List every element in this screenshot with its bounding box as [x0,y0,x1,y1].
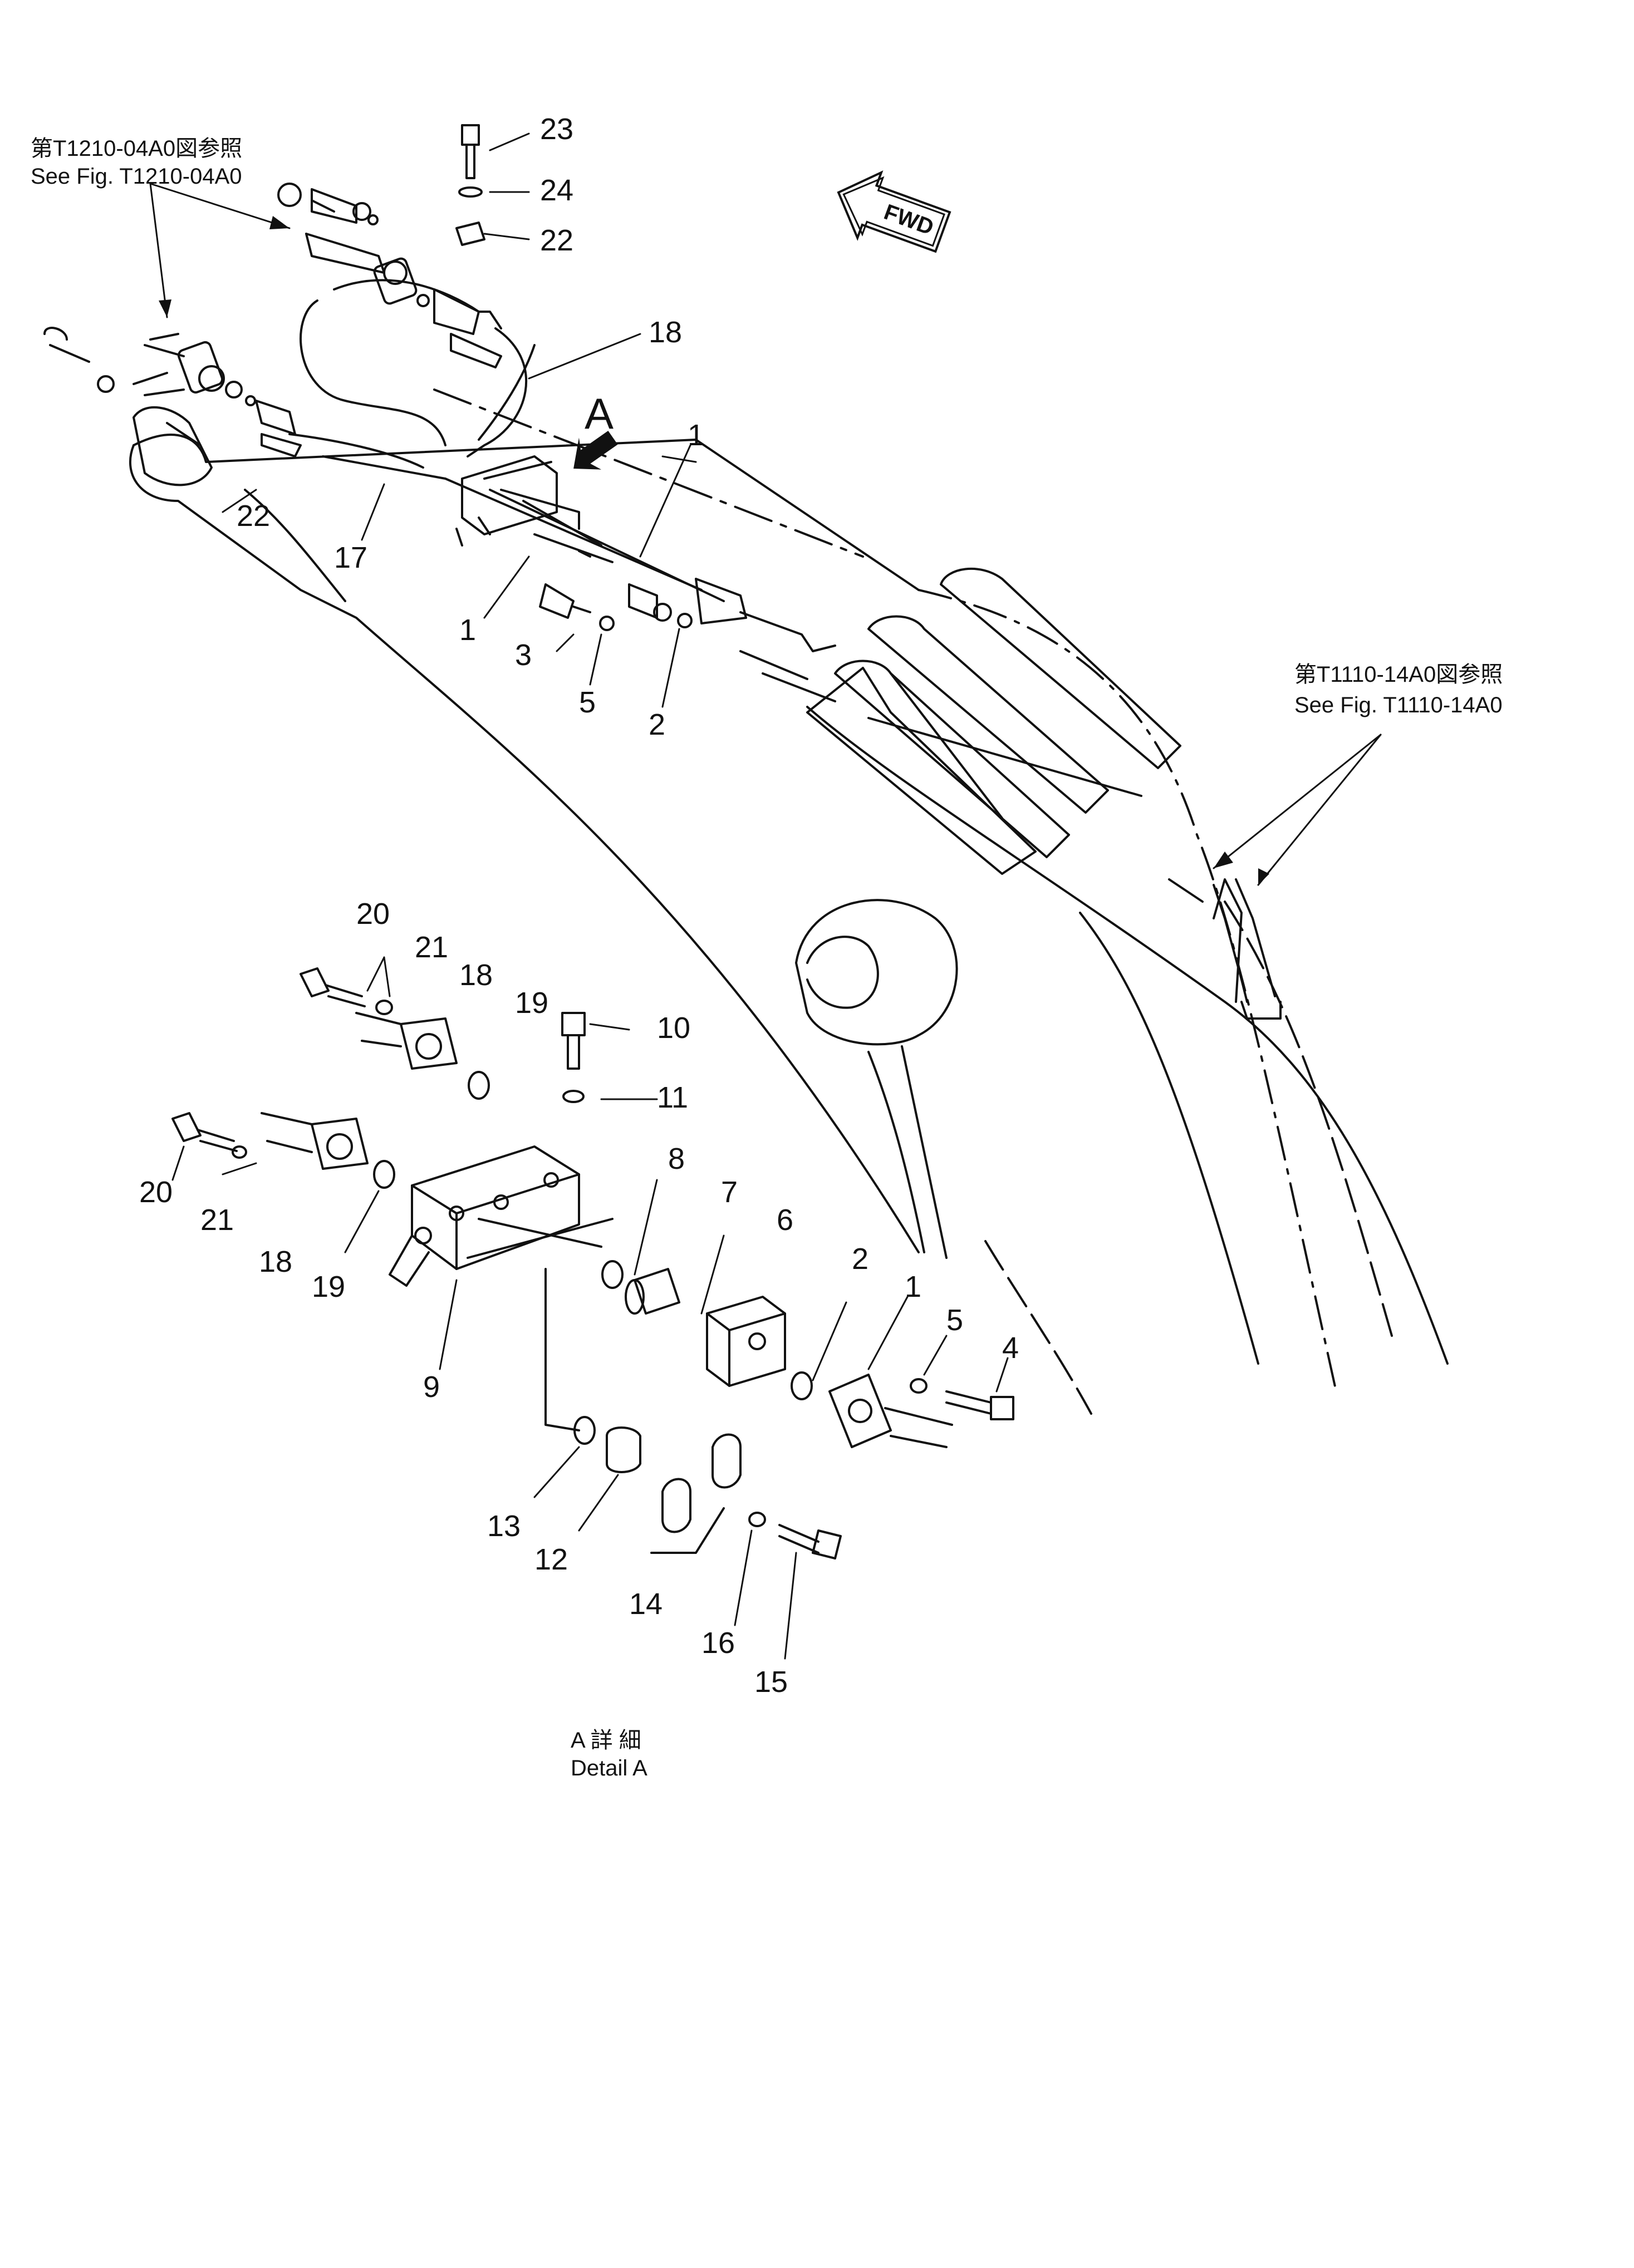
callout-9: 9 [423,1370,440,1404]
boom-outline [129,388,1449,1393]
top-fittings [43,183,502,457]
callout-5-top: 5 [579,686,596,719]
callout-18-upper: 18 [459,958,493,992]
callout-18-top: 18 [649,316,682,349]
callout-23: 23 [540,112,573,146]
top-left-reference-ja: 第T1210-04A0図参照 [31,136,242,161]
callout-24: 24 [540,174,573,207]
callout-1-detail: 1 [905,1270,921,1303]
callout-20-lower: 20 [139,1175,173,1209]
callout-1-top: 1 [688,419,704,452]
right-reference-en: See Fig. T1110-14A0 [1294,693,1503,717]
callout-21-lower: 21 [200,1203,234,1237]
top-piping [288,279,836,702]
fwd-arrow-icon: FWD [837,170,951,253]
callout-5-detail: 5 [946,1303,963,1337]
callout-16: 16 [701,1626,735,1660]
callout-18-lower: 18 [259,1245,292,1278]
detail-a-assembly [171,967,1014,1559]
callout-11: 11 [657,1081,688,1114]
detail-caption-ja: A 詳 細 [571,1728,641,1753]
callout-14: 14 [629,1587,663,1621]
callout-2-top: 2 [649,708,665,741]
top-left-reference-en: See Fig. T1210-04A0 [31,164,242,189]
arrowheads [159,216,1269,885]
view-marker-a: A [585,389,614,438]
callout-22-left: 22 [237,499,270,533]
top-bolt-group [455,124,485,246]
center-valve-top [455,455,693,631]
arm-structure [795,899,1393,1415]
boom-end [133,406,213,486]
callout-22-top: 22 [540,224,573,257]
callout-4: 4 [1002,1331,1019,1365]
callout-7: 7 [721,1175,738,1209]
callout-3: 3 [515,638,532,672]
callout-12: 12 [534,1543,568,1576]
callout-13: 13 [487,1509,521,1543]
callout-19-upper: 19 [515,986,548,1020]
callout-20-upper: 20 [356,897,390,931]
callout-8: 8 [668,1142,685,1175]
detail-caption-en: Detail A [571,1756,647,1780]
callout-10: 10 [657,1011,690,1045]
callout-6: 6 [777,1203,793,1237]
callout-2-detail: 2 [852,1242,868,1276]
callout-17: 17 [334,541,367,574]
right-hose-assembly [1168,878,1282,1020]
leader-lines [149,132,1382,1660]
boom-cylinders [806,567,1181,875]
callout-21-upper: 21 [415,931,448,964]
right-reference-ja: 第T1110-14A0図参照 [1294,662,1503,687]
callout-19-lower: 19 [312,1270,345,1303]
callout-1-mid: 1 [459,613,476,647]
callout-15: 15 [754,1665,788,1699]
view-arrow-icon [573,431,618,470]
